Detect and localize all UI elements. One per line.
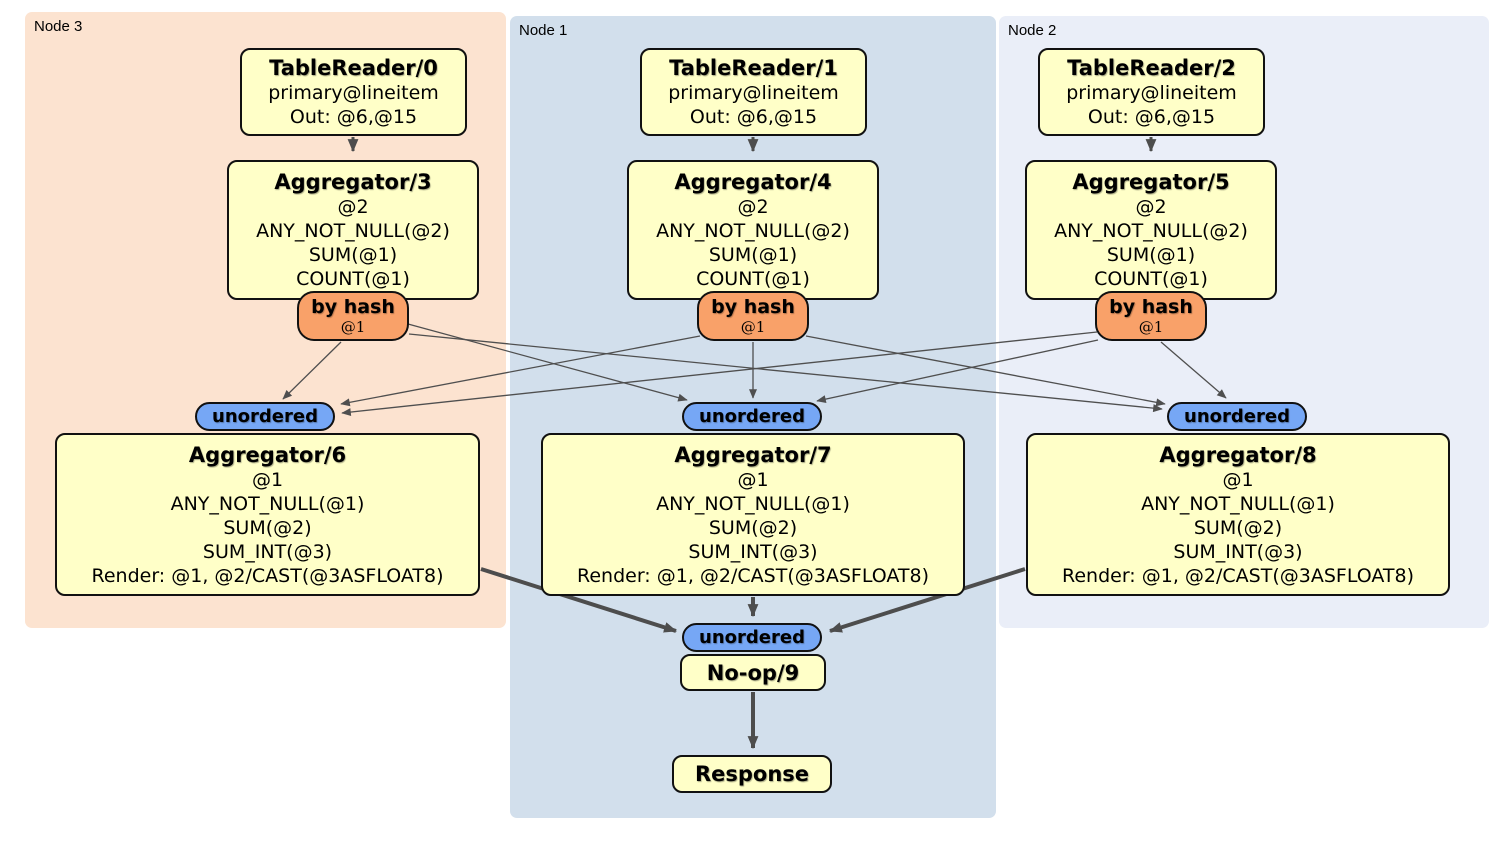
node-title: Aggregator/7 <box>674 442 832 467</box>
node-aggregator-8: Aggregator/8 @1 ANY_NOT_NULL(@1) SUM(@2)… <box>1026 433 1450 596</box>
region-node2-label: Node 2 <box>1008 22 1057 39</box>
node-detail: Render: @1, @2/CAST(@3ASFLOAT8) <box>577 564 929 587</box>
node-title: Aggregator/3 <box>274 170 432 194</box>
node-detail: ANY_NOT_NULL(@1) <box>656 492 850 515</box>
stream-label: unordered <box>699 626 805 648</box>
node-detail: SUM(@2) <box>708 516 798 539</box>
node-title: Response <box>694 762 810 786</box>
node-title: Aggregator/5 <box>1072 170 1230 194</box>
node-response: Response <box>672 755 832 793</box>
node-title: TableReader/0 <box>269 56 438 80</box>
node-detail: @1 <box>1222 468 1254 491</box>
router-detail: @1 <box>340 318 366 336</box>
stream-label: unordered <box>212 405 318 427</box>
node-title: No-op/9 <box>706 660 800 685</box>
unordered-stream-0: unordered <box>195 402 335 431</box>
node-detail: SUM(@1) <box>708 244 798 266</box>
node-detail: COUNT(@1) <box>296 268 410 290</box>
node-noop-9: No-op/9 <box>680 654 826 691</box>
node-aggregator-3: Aggregator/3 @2 ANY_NOT_NULL(@2) SUM(@1)… <box>227 160 479 300</box>
node-title: Aggregator/8 <box>1159 442 1317 467</box>
node-detail: SUM(@2) <box>223 516 312 539</box>
node-aggregator-7: Aggregator/7 @1 ANY_NOT_NULL(@1) SUM(@2)… <box>541 433 965 596</box>
node-detail: Render: @1, @2/CAST(@3ASFLOAT8) <box>1062 564 1414 587</box>
node-detail: Out: @6,@15 <box>689 106 818 128</box>
node-aggregator-6: Aggregator/6 @1 ANY_NOT_NULL(@1) SUM(@2)… <box>55 433 480 596</box>
node-detail: Out: @6,@15 <box>1087 106 1216 128</box>
by-hash-router-1: by hash @1 <box>697 291 809 341</box>
region-node3-label: Node 3 <box>34 18 83 35</box>
node-detail: SUM(@1) <box>308 244 398 266</box>
node-title: TableReader/2 <box>1067 56 1236 80</box>
node-detail: COUNT(@1) <box>696 268 810 290</box>
stream-label: unordered <box>1184 405 1290 427</box>
node-title: TableReader/1 <box>669 56 838 80</box>
node-detail: @1 <box>251 468 284 491</box>
region-node1-label: Node 1 <box>519 22 568 39</box>
node-detail: @2 <box>337 196 369 218</box>
node-detail: SUM_INT(@3) <box>688 540 818 563</box>
node-detail: @1 <box>737 468 769 491</box>
node-detail: primary@lineitem <box>268 82 439 104</box>
node-title: Aggregator/4 <box>674 170 832 194</box>
by-hash-router-2: by hash @1 <box>1095 291 1207 341</box>
unordered-stream-1: unordered <box>682 402 822 431</box>
node-detail: COUNT(@1) <box>1094 268 1208 290</box>
node-detail: primary@lineitem <box>1066 82 1237 104</box>
node-detail: SUM(@1) <box>1106 244 1196 266</box>
node-detail: SUM_INT(@3) <box>202 540 333 563</box>
router-detail: @1 <box>740 318 766 336</box>
router-label: by hash <box>311 296 395 318</box>
node-tablereader-1: TableReader/1 primary@lineitem Out: @6,@… <box>640 48 867 136</box>
by-hash-router-0: by hash @1 <box>297 291 409 341</box>
node-detail: ANY_NOT_NULL(@2) <box>256 220 450 242</box>
node-detail: @2 <box>1135 196 1167 218</box>
router-label: by hash <box>1109 296 1193 318</box>
node-detail: Render: @1, @2/CAST(@3ASFLOAT8) <box>91 564 444 587</box>
node-tablereader-0: TableReader/0 primary@lineitem Out: @6,@… <box>240 48 467 136</box>
node-aggregator-5: Aggregator/5 @2 ANY_NOT_NULL(@2) SUM(@1)… <box>1025 160 1277 300</box>
stream-label: unordered <box>699 405 805 427</box>
node-detail: SUM(@2) <box>1193 516 1283 539</box>
node-detail: ANY_NOT_NULL(@1) <box>170 492 365 515</box>
unordered-stream-sink: unordered <box>682 623 822 652</box>
unordered-stream-2: unordered <box>1167 402 1307 431</box>
node-tablereader-2: TableReader/2 primary@lineitem Out: @6,@… <box>1038 48 1265 136</box>
router-label: by hash <box>711 296 795 318</box>
node-detail: primary@lineitem <box>668 82 839 104</box>
router-detail: @1 <box>1138 318 1164 336</box>
node-detail: ANY_NOT_NULL(@1) <box>1141 492 1335 515</box>
node-detail: Out: @6,@15 <box>289 106 418 128</box>
node-detail: ANY_NOT_NULL(@2) <box>656 220 850 242</box>
node-detail: SUM_INT(@3) <box>1173 540 1303 563</box>
node-detail: ANY_NOT_NULL(@2) <box>1054 220 1248 242</box>
node-detail: @2 <box>737 196 769 218</box>
node-title: Aggregator/6 <box>188 442 347 467</box>
node-aggregator-4: Aggregator/4 @2 ANY_NOT_NULL(@2) SUM(@1)… <box>627 160 879 300</box>
